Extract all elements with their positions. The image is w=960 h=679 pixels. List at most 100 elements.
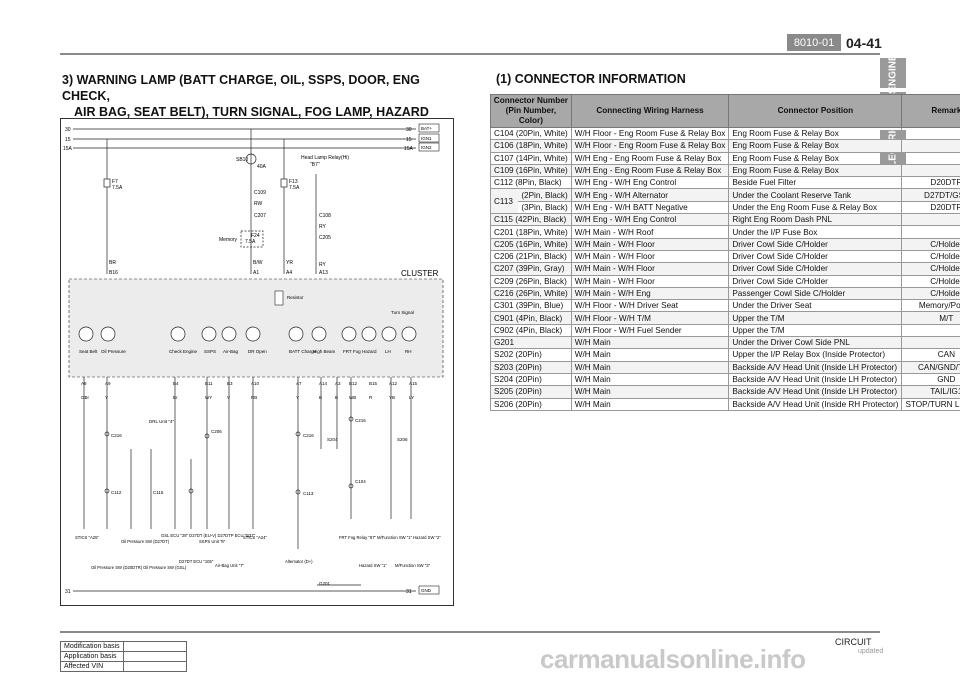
cell-connector: C104 (20Pin, White) <box>490 126 572 141</box>
pin-a4: A4 <box>286 270 292 276</box>
wiring-diagram-svg: 30 15 15A 31 30 15 15A 31 BAT+ IGN1 IGN2… <box>63 123 444 595</box>
lamp-batt-charge: BATT Charge <box>289 349 317 354</box>
lamp-seat-belt: Seat Belt <box>79 349 98 354</box>
tag-ign2: IGN2 <box>421 145 432 150</box>
wire-b1: B <box>319 395 322 400</box>
label-stics-a24: STICS "A24" <box>243 535 267 540</box>
cell-remark <box>901 151 960 165</box>
fuse-f24: F24 <box>251 233 260 239</box>
cell-position: Driver Cowl Side C/Holder <box>728 274 903 288</box>
table-row: C106 (18Pin, White)W/H Floor - Eng Room … <box>490 139 960 153</box>
table-row: C112 (8Pin, Black)W/H Eng - W/H Eng Cont… <box>490 176 960 190</box>
wire-rw: RW <box>254 201 263 207</box>
cell-remark: C/Holder <box>901 286 960 301</box>
table-row: C902 (4Pin, Black)W/H Floor - W/H Fuel S… <box>490 323 960 338</box>
pin-a15: A15 <box>409 381 418 386</box>
cell-position: Driver Cowl Side C/Holder <box>728 237 903 251</box>
cell-harness: W/H Floor - W/H Fuel Sender <box>570 323 730 338</box>
label-hazard-sw-1: Hazard SW "1" <box>359 563 387 568</box>
lamp-hazard: Hazard <box>362 349 377 354</box>
cell-connector: C207 (39Pin, Gray) <box>490 262 572 276</box>
s204-label: S204 <box>327 437 338 442</box>
c115-label: C115 <box>153 490 164 495</box>
application-basis-label: Application basis <box>60 651 124 662</box>
table-row: (3Pin, Black)W/H Eng - W/H BATT Negative… <box>491 200 960 215</box>
label-gsl-ecu: GSL ECU "28" D27DT (EU-V) D27DTP ECU "B3… <box>161 533 256 538</box>
pin-a10: A10 <box>251 381 260 386</box>
table-row: Application basis <box>60 651 187 662</box>
c205-label: C205 <box>319 235 331 241</box>
side-tab-engine[interactable]: ENGINE <box>880 54 906 92</box>
cell-harness: W/H Main - W/H Eng <box>570 286 730 301</box>
cell-harness: W/H Floor - Eng Room Fuse & Relay Box <box>570 126 730 141</box>
section-title-line1: 3) WARNING LAMP (BATT CHARGE, OIL, SSPS,… <box>62 73 420 103</box>
cell-remark: D20DTR <box>901 176 960 190</box>
wire-bw: B/W <box>253 260 263 266</box>
col-remark: Remark <box>901 94 960 128</box>
cell-position: Backside A/V Head Unit (Inside LH Protec… <box>728 372 903 387</box>
modification-basis-value <box>122 641 187 652</box>
tag-ign1: IGN1 <box>421 136 432 141</box>
cell-harness: W/H Eng - W/H Eng Control <box>570 176 730 190</box>
label-alternator: Alternator (D+) <box>285 559 313 564</box>
cell-remark <box>901 163 960 178</box>
section-title-line2: AIR BAG, SEAT BELT), TURN SIGNAL, FOG LA… <box>74 105 429 119</box>
c109-label: C109 <box>254 190 266 196</box>
cell-remark <box>901 139 960 153</box>
fuse-f7-rating: 7.5A <box>112 185 123 191</box>
lamp-air-bag: Air-Bag <box>223 349 239 354</box>
cell-remark: GND <box>901 372 960 387</box>
wire-gbr: GBr <box>81 395 90 400</box>
table-row: C109 (16Pin, White)W/H Eng - Eng Room Fu… <box>490 163 960 178</box>
cell-position: Backside A/V Head Unit (Inside RH Protec… <box>728 397 903 411</box>
pin-a1: A1 <box>253 270 259 276</box>
cell-harness: W/H Main - W/H Floor <box>570 249 730 264</box>
label-oil-sw-gsl: Oil Pressure SW (GSL) <box>143 565 187 570</box>
label-ssps-unit: SSPS Unit "8" <box>199 539 226 544</box>
label-mfunction-sw-3: M/Function SW "3" <box>395 563 431 568</box>
pin-a13: A13 <box>319 270 328 276</box>
cell-remark: D27DT/GSL <box>901 188 960 202</box>
cell-connector: C206 (21Pin, Black) <box>490 249 572 264</box>
cell-remark: CAN <box>901 348 960 362</box>
tag-bat: BAT+ <box>421 126 432 131</box>
table-row: Modification basis <box>60 641 187 652</box>
cell-remark: C/Holder <box>901 249 960 264</box>
g201-label: G201 <box>319 581 331 586</box>
affected-vin-value <box>122 661 187 672</box>
label-stics-a25: STICS "A25" <box>75 535 99 540</box>
lamp-rh: RH <box>405 349 412 354</box>
rail-30-right: 30 <box>406 127 412 133</box>
wire-br2: Br <box>173 395 178 400</box>
cell-remark: C/Holder <box>901 237 960 251</box>
c108-label: C108 <box>319 213 331 219</box>
section-title: 3) WARNING LAMP (BATT CHARGE, OIL, SSPS,… <box>62 72 462 120</box>
wire-rb: RB <box>251 395 257 400</box>
c104-label: C104 <box>355 479 366 484</box>
header-divider <box>60 53 880 55</box>
cell-position: Driver Cowl Side C/Holder <box>728 249 903 264</box>
sb10-rating: 40A <box>257 164 267 170</box>
pin-a7: A7 <box>296 381 302 386</box>
cell-harness: W/H Floor - Eng Room Fuse & Relay Box <box>570 139 730 153</box>
cell-c113-group: C113 <box>490 188 519 215</box>
turn-signal-label: Turn Signal <box>391 310 414 315</box>
cell-position: Upper the I/P Relay Box (Inside Protecto… <box>728 348 903 362</box>
table-body: C104 (20Pin, White)W/H Floor - Eng Room … <box>490 126 960 411</box>
cell-remark: TAIL/IG1 <box>901 385 960 399</box>
cell-connector: C115 (42Pin, Black) <box>490 213 572 227</box>
cell-connector: G201 <box>490 336 572 350</box>
cell-position: Under the Coolant Reserve Tank <box>728 188 903 202</box>
page-number: 04-41 <box>846 35 882 51</box>
col-connector-position: Connector Position <box>728 94 903 128</box>
cell-connector: C106 (18Pin, White) <box>490 139 572 153</box>
